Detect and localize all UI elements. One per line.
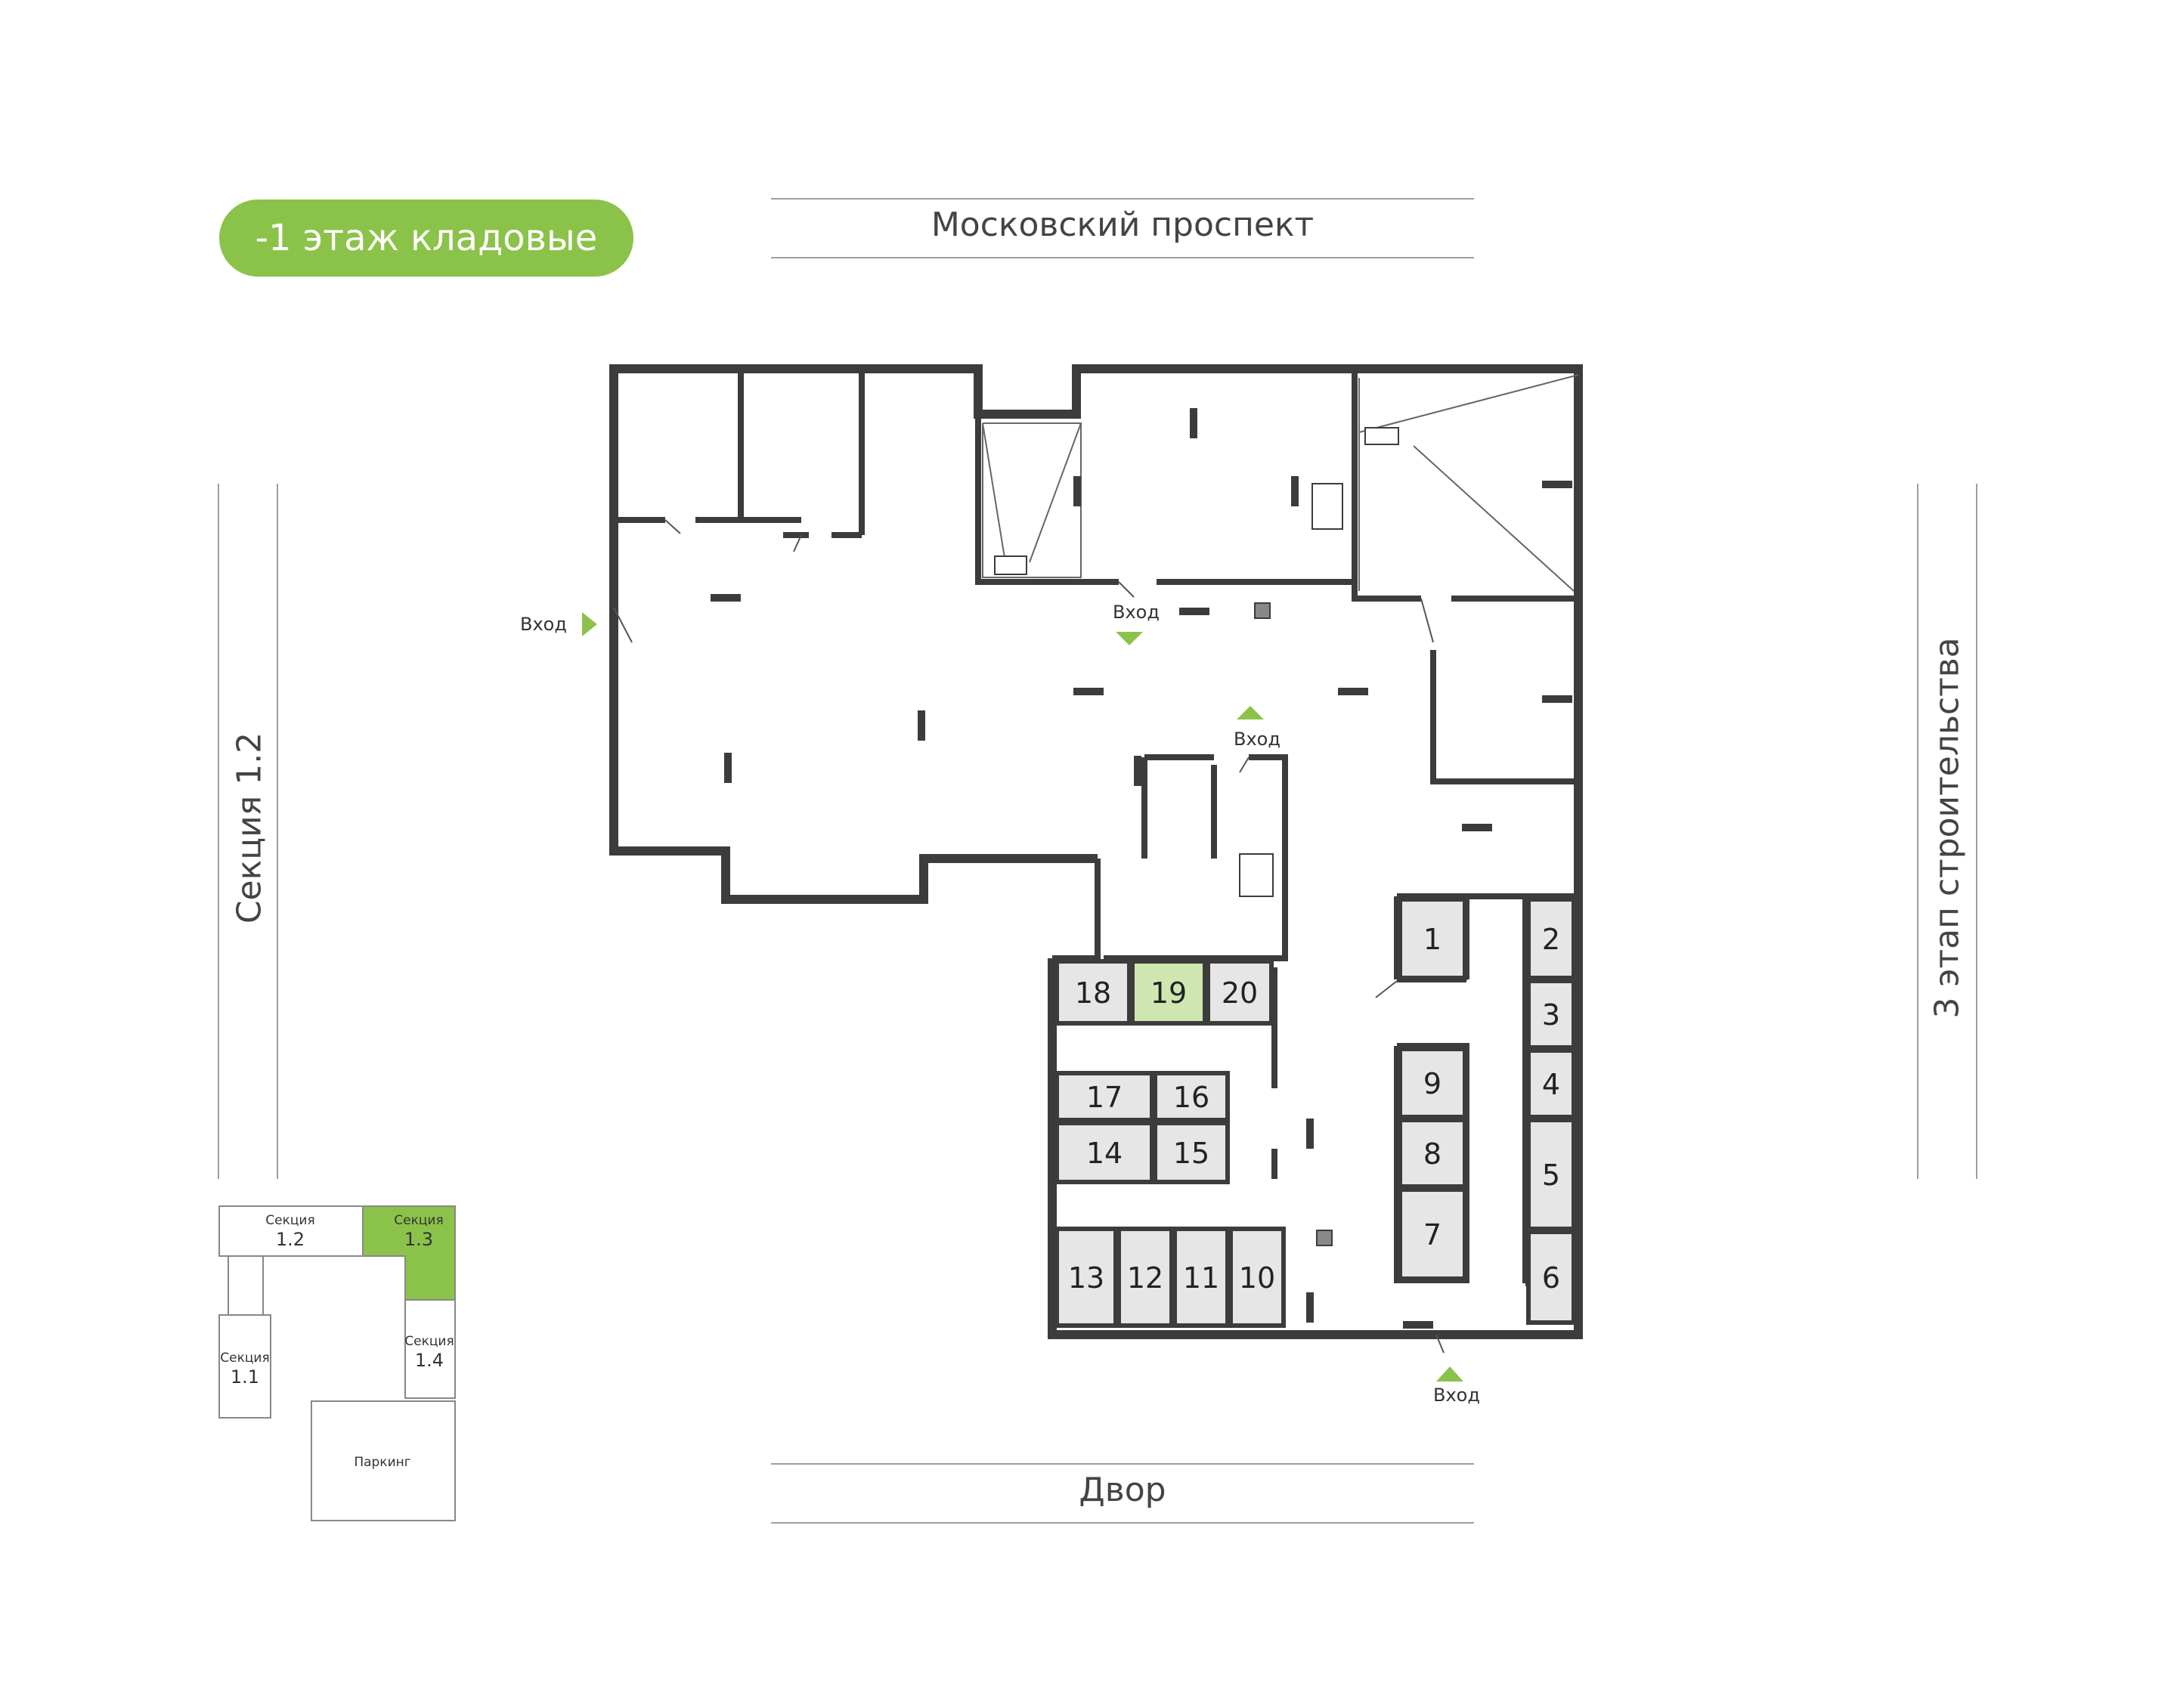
storage-unit-1[interactable] <box>1398 897 1467 980</box>
minimap-label-1-2-b: 1.2 <box>276 1229 305 1250</box>
storage-unit-label-16: 16 <box>1173 1081 1209 1114</box>
inner-walls <box>618 373 1574 1286</box>
entrance-label-south: Вход <box>1433 1385 1480 1406</box>
minimap-label-1-1-b: 1.1 <box>231 1366 259 1388</box>
minimap-label-1-3-a: Секция <box>394 1213 443 1228</box>
storage-unit-12[interactable] <box>1116 1227 1174 1328</box>
stairs-icon <box>994 427 1399 1246</box>
storage-unit-13[interactable] <box>1054 1227 1118 1328</box>
minimap-label-1-4-b: 1.4 <box>415 1350 444 1371</box>
minimap-label-parking: Паркинг <box>354 1455 410 1470</box>
storage-unit-label-9: 9 <box>1423 1067 1442 1100</box>
minimap-section-1-1 <box>218 1314 271 1419</box>
entrance-arrow-north-icon <box>1116 632 1143 645</box>
storage-unit-19[interactable] <box>1130 959 1207 1026</box>
floor-title-badge: -1 этаж кладовые <box>219 200 633 277</box>
minimap-label-1-4-a: Секция <box>404 1334 454 1349</box>
street-line-right-1 <box>1917 484 1918 1179</box>
storage-unit-label-12: 12 <box>1127 1261 1163 1295</box>
storage-unit-label-8: 8 <box>1423 1137 1442 1171</box>
storage-unit-6[interactable] <box>1526 1230 1576 1325</box>
door-swings <box>613 519 1445 1354</box>
entrance-arrow-south-icon <box>1436 1366 1463 1382</box>
entrance-markers <box>582 612 1463 1382</box>
storage-unit-8[interactable] <box>1398 1118 1467 1189</box>
storage-unit-14[interactable] <box>1054 1121 1154 1184</box>
entrance-label-west: Вход <box>520 614 567 635</box>
street-line-left-2 <box>277 484 278 1179</box>
storage-unit-label-15: 15 <box>1173 1137 1209 1170</box>
storage-unit-label-5: 5 <box>1542 1159 1560 1192</box>
storage-unit-5[interactable] <box>1526 1118 1576 1231</box>
storage-unit-label-14: 14 <box>1086 1137 1123 1170</box>
storage-unit-label-11: 11 <box>1183 1261 1219 1295</box>
storage-unit-label-3: 3 <box>1542 998 1560 1032</box>
storage-unit-11[interactable] <box>1172 1227 1230 1328</box>
street-line-top-2 <box>771 257 1474 258</box>
storage-unit-3[interactable] <box>1526 979 1576 1050</box>
storage-unit-label-1: 1 <box>1423 923 1442 956</box>
minimap-section-1-4 <box>404 1299 456 1399</box>
storage-unit-2[interactable] <box>1526 897 1576 980</box>
minimap-label-1-1-a: Секция <box>220 1351 269 1366</box>
street-line-top-1 <box>771 198 1474 200</box>
storage-unit-label-6: 6 <box>1542 1261 1560 1295</box>
minimap-connector <box>228 1255 264 1316</box>
storage-unit-4[interactable] <box>1526 1048 1576 1119</box>
storage-unit-label-18: 18 <box>1075 976 1111 1010</box>
section-minimap: Секция 1.2 Секция 1.3 Секция 1.1 Секция … <box>218 1205 456 1521</box>
storage-unit-15[interactable] <box>1153 1121 1230 1184</box>
entrance-labels: Вход Вход Вход Вход <box>520 602 1480 1406</box>
storage-unit-7[interactable] <box>1398 1187 1467 1281</box>
entrance-arrow-center-icon <box>1237 706 1264 719</box>
minimap-label-1-3-b: 1.3 <box>404 1229 433 1250</box>
storage-unit-label-17: 17 <box>1086 1081 1123 1114</box>
storage-unit-label-4: 4 <box>1542 1068 1560 1101</box>
storage-unit-label-10: 10 <box>1239 1261 1275 1295</box>
street-label-top: Московский проспект <box>931 206 1315 244</box>
storage-unit-16[interactable] <box>1153 1071 1230 1122</box>
storage-unit-20[interactable] <box>1206 959 1274 1026</box>
storage-unit-10[interactable] <box>1228 1227 1286 1328</box>
storage-unit-label-13: 13 <box>1068 1261 1104 1295</box>
street-line-bottom-2 <box>771 1522 1474 1524</box>
floor-title: -1 этаж кладовые <box>255 217 598 259</box>
street-line-bottom-1 <box>771 1463 1474 1465</box>
street-line-left-1 <box>218 484 219 1179</box>
storage-unit-9[interactable] <box>1398 1047 1467 1119</box>
columns <box>711 408 1572 1329</box>
minimap-parking <box>311 1400 456 1521</box>
street-line-right-2 <box>1976 484 1977 1179</box>
minimap-label-1-2-a: Секция <box>265 1213 314 1228</box>
technical-room-lines <box>982 374 1579 592</box>
entrance-arrow-west-icon <box>582 612 597 636</box>
entrance-label-north: Вход <box>1113 602 1160 623</box>
storage-unit-label-2: 2 <box>1542 923 1560 956</box>
storage-unit-18[interactable] <box>1054 959 1132 1026</box>
outer-walls <box>609 364 1583 1339</box>
storage-unit-label-19: 19 <box>1150 976 1187 1010</box>
storage-unit-label-7: 7 <box>1423 1218 1442 1252</box>
street-label-bottom: Двор <box>1079 1471 1166 1509</box>
entrance-label-center: Вход <box>1234 729 1280 750</box>
storage-unit-label-20: 20 <box>1222 976 1258 1010</box>
storage-unit-17[interactable] <box>1054 1071 1154 1122</box>
